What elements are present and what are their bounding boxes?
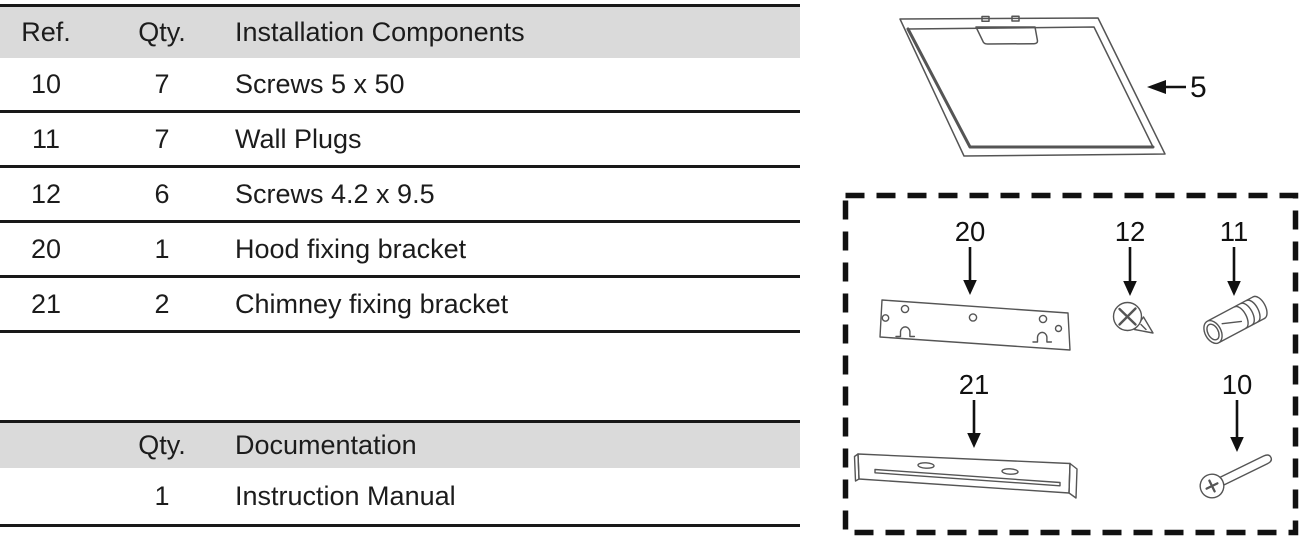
ref-cell: 12: [30, 178, 62, 209]
plug-rib: [1245, 299, 1261, 323]
components-column-header: Installation Components: [235, 17, 525, 47]
glass-panel-drawing: [899, 15, 1166, 157]
ref-cell: 20: [30, 233, 62, 264]
bracket-plate: [879, 299, 1071, 351]
keyhole-slot: [895, 326, 916, 338]
wall-plug-drawing: [1203, 295, 1268, 345]
component-name-cell: Hood fixing bracket: [235, 233, 467, 264]
bracket-end-cap: [1068, 462, 1078, 499]
bracket-hole: [1054, 324, 1063, 333]
plug-rib: [1240, 302, 1255, 326]
fixings-parts-box-diagram: 20 12 11 21 10: [842, 192, 1299, 536]
screw-point-hatch: [1140, 323, 1147, 331]
hood-bracket-label: 20: [955, 216, 986, 247]
bracket-hole: [900, 304, 910, 314]
panel-outer-outline: [899, 17, 1166, 157]
plug-body-top: [1207, 296, 1254, 322]
plug-end: [1252, 295, 1268, 320]
plug-body-bottom: [1218, 317, 1266, 344]
phillips-cross-icon: [1118, 307, 1137, 326]
ref-column-header: Ref.: [21, 17, 71, 47]
hood-fixing-bracket-drawing: [879, 299, 1071, 351]
qty-cell: 7: [154, 123, 170, 154]
bracket-hole: [881, 314, 890, 322]
wall-plug-label: 11: [1220, 216, 1249, 247]
callouts: 20 12 11 21 10: [955, 216, 1253, 452]
screw-shaft: [1218, 454, 1273, 487]
bracket-left-fold: [853, 453, 860, 482]
panel-clip-left: [981, 15, 990, 23]
qty-column-header: Qty.: [138, 17, 186, 47]
short-screw-label: 12: [1115, 216, 1146, 247]
documentation-column-header: Documentation: [235, 430, 417, 460]
ref-cell: 21: [30, 288, 62, 319]
panel-label: 5: [1190, 71, 1207, 104]
ref-cell: 11: [31, 123, 61, 154]
table-row: 11 7 Wall Plugs: [0, 113, 800, 168]
qty-cell: 2: [154, 288, 170, 319]
component-name-cell: Wall Plugs: [235, 123, 362, 154]
qty-cell: 6: [154, 178, 170, 209]
chimney-fixing-bracket-drawing: [853, 453, 1078, 499]
table-row: 1 Instruction Manual: [0, 468, 800, 524]
ref-cell: 10: [30, 68, 62, 99]
qty-cell: 1: [154, 480, 170, 511]
table-row: 10 7 Screws 5 x 50: [0, 58, 800, 113]
arrow-down-icon: [967, 433, 981, 448]
panel-inner-outline: [907, 26, 1154, 148]
arrow-down-icon: [963, 280, 977, 295]
plug-opening-outer: [1203, 319, 1223, 345]
panel-notch: [975, 26, 1039, 45]
short-screw-drawing: [1112, 301, 1154, 334]
table-row: 20 1 Hood fixing bracket: [0, 223, 800, 278]
table-row: 12 6 Screws 4.2 x 9.5: [0, 168, 800, 223]
bracket-hole: [1038, 314, 1048, 324]
table-row: 21 2 Chimney fixing bracket: [0, 278, 800, 333]
panel-clip-right: [1011, 15, 1020, 22]
keyhole-slot: [1032, 331, 1053, 343]
documentation-table-header-row: Qty. Documentation: [0, 423, 800, 468]
components-table-header-row: Ref. Qty. Installation Components: [0, 7, 800, 58]
documentation-table: Qty. Documentation 1 Instruction Manual: [0, 420, 800, 527]
dashed-border: [842, 192, 1299, 536]
arrow-down-icon: [1227, 281, 1241, 296]
arrow-down-icon: [1123, 281, 1137, 296]
long-screw-label: 10: [1222, 369, 1253, 400]
glass-panel-diagram: 5: [899, 15, 1207, 157]
document-name-cell: Instruction Manual: [235, 480, 456, 511]
installation-components-table: Ref. Qty. Installation Components 10 7 S…: [0, 4, 800, 333]
component-name-cell: Screws 4.2 x 9.5: [235, 178, 435, 209]
bracket-slot-hole: [1001, 468, 1019, 475]
bracket-slot-hole: [917, 462, 935, 469]
qty-cell: 1: [154, 233, 170, 264]
component-name-cell: Chimney fixing bracket: [235, 288, 509, 319]
long-screw-drawing: [1199, 454, 1273, 499]
bracket-long-slot: [874, 468, 1061, 487]
arrow-left-icon: [1147, 80, 1166, 94]
panel-callout: 5: [1147, 71, 1207, 104]
component-name-cell: Screws 5 x 50: [235, 68, 405, 99]
phillips-cross-icon: [1205, 479, 1219, 493]
qty-cell: 7: [154, 68, 170, 99]
chimney-bracket-label: 21: [959, 369, 990, 400]
plug-opening-inner: [1206, 323, 1220, 341]
qty-column-header: Qty.: [138, 430, 186, 460]
bracket-hole: [968, 313, 978, 322]
plug-rib: [1234, 305, 1249, 329]
plug-slot: [1221, 320, 1243, 325]
arrow-down-icon: [1230, 437, 1244, 452]
panel-thick-edge: [906, 27, 1155, 149]
